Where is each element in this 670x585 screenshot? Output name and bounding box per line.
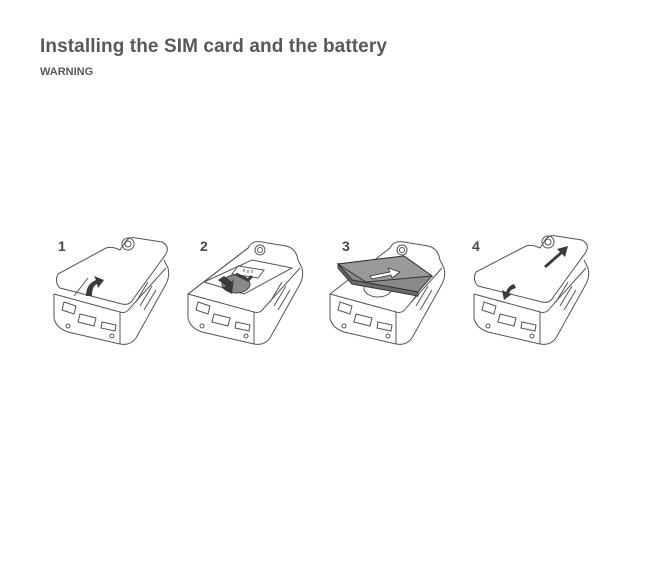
step-1: 1 <box>52 232 192 352</box>
insert-battery-illustration <box>334 232 474 352</box>
page-title: Installing the SIM card and the battery <box>40 36 387 58</box>
replace-back-cover-illustration <box>474 232 614 352</box>
step-4: 4 <box>474 232 614 352</box>
warning-label: WARNING <box>40 66 93 78</box>
step-3: 3 <box>334 232 474 352</box>
remove-back-cover-illustration <box>52 232 192 352</box>
insert-sim-card-illustration <box>192 232 332 352</box>
step-2: 2 <box>192 232 332 352</box>
